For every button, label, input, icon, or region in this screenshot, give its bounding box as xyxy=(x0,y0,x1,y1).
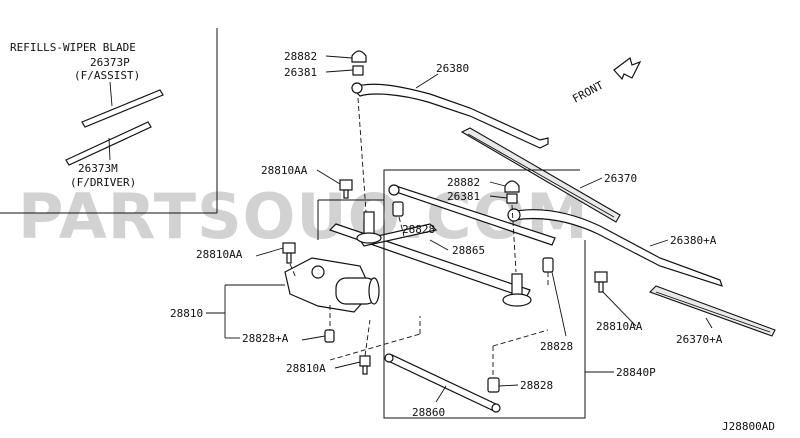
label-26380: 26380 xyxy=(436,62,469,75)
label-28828-mid: 28828 xyxy=(402,223,435,236)
label-28810A: 28810A xyxy=(286,362,326,375)
label-28828-right: 28828 xyxy=(540,340,573,353)
nut-26381-top xyxy=(352,65,364,76)
label-28865: 28865 xyxy=(452,244,485,257)
diagram-code: J28800AD xyxy=(722,420,775,433)
inset-driver-part: 26373M xyxy=(78,162,118,175)
label-28882-top: 28882 xyxy=(284,50,317,63)
pivot-right xyxy=(502,273,532,307)
pivot-left xyxy=(356,211,382,244)
cap-28882-top xyxy=(351,50,367,63)
label-26380A: 26380+A xyxy=(670,234,717,247)
cap-28882-mid xyxy=(504,180,520,193)
wiper-motor-28810 xyxy=(284,257,380,313)
bushing-28828A xyxy=(324,329,335,343)
drive-rod-28860 xyxy=(384,353,501,413)
label-26381-mid: 26381 xyxy=(447,190,480,203)
bushing-28828-right xyxy=(542,257,554,273)
watermark: PARTSOUQ.COM xyxy=(18,180,589,253)
label-26370: 26370 xyxy=(604,172,637,185)
dashed-leaders xyxy=(289,97,549,378)
inset-frame xyxy=(0,28,218,214)
label-28810AA-left: 28810AA xyxy=(196,248,243,261)
wiper-arm-26380 xyxy=(350,82,549,149)
inset-assist-part: 26373P xyxy=(90,56,130,69)
bolt-28810AA-right xyxy=(594,271,608,293)
wiper-blade-26370A xyxy=(648,285,776,337)
label-28828A: 28828+A xyxy=(242,332,289,345)
label-28810AA-right: 28810AA xyxy=(596,320,643,333)
label-leaders xyxy=(206,55,713,403)
inset-title: REFILLS-WIPER BLADE xyxy=(10,41,136,54)
label-28882-mid: 28882 xyxy=(447,176,480,189)
label-28860: 28860 xyxy=(412,406,445,419)
label-26370A: 26370+A xyxy=(676,333,723,346)
assembly-frame-28840P xyxy=(317,169,586,419)
inset-assist-side: (F/ASSIST) xyxy=(74,69,140,82)
label-28810AA-top: 28810AA xyxy=(261,164,308,177)
inset-driver-side: (F/DRIVER) xyxy=(70,176,136,189)
label-28828-bot: 28828 xyxy=(520,379,553,392)
wiper-blade-26370 xyxy=(460,127,621,223)
nut-26381-mid xyxy=(506,193,518,204)
bushing-28828-mid xyxy=(392,201,404,217)
bushing-28828-bot xyxy=(487,377,500,393)
bolt-28810AA-top xyxy=(339,179,353,199)
wiper-arm-26380A xyxy=(507,208,723,287)
label-28810: 28810 xyxy=(170,307,203,320)
refill-driver-strip xyxy=(65,121,152,166)
bolt-28810A xyxy=(359,355,371,375)
front-label: FRONT xyxy=(570,78,606,105)
bolt-28810AA-left xyxy=(282,242,296,264)
front-arrow-icon xyxy=(613,56,642,81)
label-26381-top: 26381 xyxy=(284,66,317,79)
refill-assist-strip xyxy=(81,81,164,128)
label-28840P: 28840P xyxy=(616,366,656,379)
